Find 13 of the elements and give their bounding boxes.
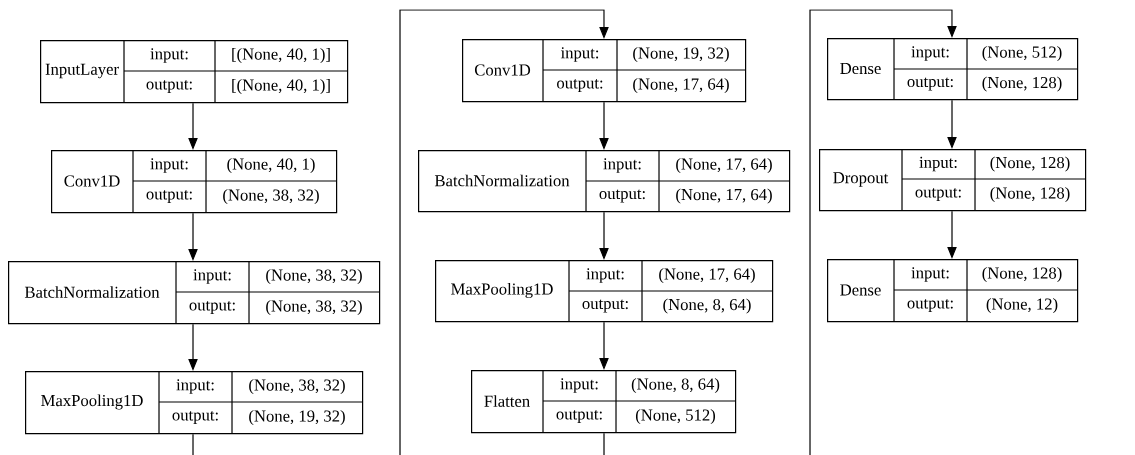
layer-box: Conv1D input: (None, 19, 32) output: (None, 17, 64) [462, 38, 747, 103]
layer-box: Dense input: (None, 512) output: (None, 128) [827, 37, 1079, 101]
layer-box: BatchNormalization input: (None, 38, 32) output: (None, 38, 32) [8, 260, 381, 325]
layer-box: MaxPooling1D input: (None, 38, 32) output: (None, 19, 32) [25, 370, 364, 435]
layer-box: Dense input: (None, 128) output: (None, 12) [827, 258, 1079, 323]
arrow [603, 9, 957, 455]
arrow [192, 9, 609, 455]
layer-box: Dropout input: (None, 128) output: (None, 128) [819, 148, 1087, 212]
layer-box: MaxPooling1D input: (None, 17, 64) output: (None, 8, 64) [435, 259, 774, 323]
layer-box: Flatten input: (None, 8, 64) output: (None, 512) [471, 369, 737, 434]
layer-box: InputLayer input: [(None, 40, 1)] output: [(None, 40, 1)] [40, 39, 349, 104]
layer-box: BatchNormalization input: (None, 17, 64) output: (None, 17, 64) [418, 149, 791, 213]
layer-box: Conv1D input: (None, 40, 1) output: (None, 38, 32) [51, 149, 338, 214]
